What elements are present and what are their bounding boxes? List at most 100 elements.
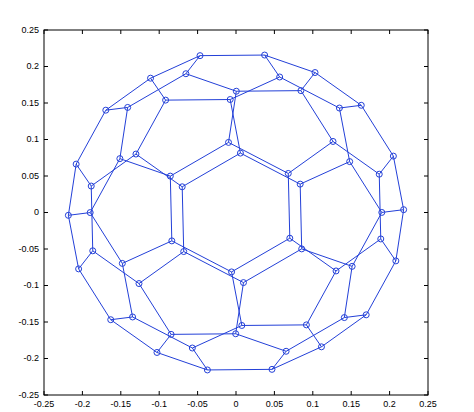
atom-marker: [90, 248, 96, 254]
bond-line: [396, 210, 404, 261]
x-tick: [44, 391, 45, 395]
atom-marker: [262, 52, 268, 58]
x-tick: [312, 391, 313, 395]
y-tick: [44, 30, 48, 31]
bond-line: [300, 184, 302, 249]
bond-line: [171, 333, 236, 335]
y-tick-label: -0.2: [23, 354, 39, 363]
bond-line: [240, 153, 300, 184]
atom-marker: [283, 348, 289, 354]
bond-line: [166, 99, 231, 101]
bond-line: [306, 325, 321, 347]
atom-marker: [298, 88, 304, 94]
bond-line: [120, 159, 170, 176]
atom-marker: [226, 139, 232, 145]
bond-line: [182, 153, 240, 187]
atom-marker: [393, 258, 399, 264]
atom-marker: [148, 75, 154, 81]
bond-line: [288, 173, 290, 238]
atom-marker: [318, 344, 324, 350]
x-tick: [389, 391, 390, 395]
x-tick: [389, 30, 390, 34]
bond-line: [366, 261, 396, 315]
bond-line: [184, 252, 244, 283]
bond-line: [151, 78, 166, 100]
y-tick: [44, 285, 48, 286]
bond-line: [170, 142, 228, 176]
atom-marker: [167, 173, 173, 179]
bond-line: [265, 55, 280, 77]
bond-line: [361, 105, 393, 156]
y-tick-label: 0: [34, 208, 39, 217]
bond-line: [379, 174, 381, 239]
y-tick: [44, 249, 48, 250]
y-tick: [44, 395, 48, 396]
x-tick-label: -0.2: [75, 400, 91, 409]
atom-marker: [240, 280, 246, 286]
y-tick-label: 0.05: [21, 172, 39, 181]
atom-marker: [119, 260, 125, 266]
buckyball-wireframe: [65, 52, 406, 373]
atom-marker: [76, 266, 82, 272]
atom-marker: [341, 315, 347, 321]
x-tick-label: 0.2: [383, 400, 396, 409]
y-tick-label: 0.15: [21, 99, 39, 108]
atom-marker: [189, 345, 195, 351]
x-tick: [82, 391, 83, 395]
y-tick: [424, 249, 428, 250]
atom-marker: [130, 314, 136, 320]
atom-marker: [117, 156, 123, 162]
atom-marker: [227, 97, 233, 103]
bond-line: [232, 238, 290, 272]
atom-marker: [197, 53, 203, 59]
atom-marker: [233, 88, 239, 94]
atom-marker: [154, 349, 160, 355]
y-tick: [44, 358, 48, 359]
atom-marker: [88, 183, 94, 189]
y-tick-label: 0.1: [26, 135, 39, 144]
atom-marker: [125, 104, 131, 110]
atom-marker: [183, 71, 189, 77]
y-tick: [424, 212, 428, 213]
bond-line: [172, 241, 232, 272]
atom-marker: [73, 161, 79, 167]
x-tick: [274, 30, 275, 34]
bond-line: [192, 348, 207, 370]
x-tick: [351, 30, 352, 34]
bond-line: [280, 77, 340, 108]
y-tick: [424, 139, 428, 140]
x-tick-label: 0.25: [419, 400, 437, 409]
y-tick-label: 0.25: [21, 26, 39, 35]
x-tick-label: 0.05: [266, 400, 284, 409]
atom-marker: [277, 74, 283, 80]
bond-line: [122, 241, 171, 264]
bond-line: [93, 251, 139, 284]
y-tick: [44, 322, 48, 323]
y-tick: [424, 285, 428, 286]
y-tick: [44, 176, 48, 177]
atom-marker: [376, 171, 382, 177]
bond-line: [243, 249, 301, 283]
atom-marker: [204, 367, 210, 373]
x-tick: [197, 391, 198, 395]
bond-line: [136, 100, 166, 154]
y-tick: [44, 103, 48, 104]
bond-line: [200, 55, 265, 57]
atom-marker: [87, 210, 93, 216]
bond-line: [128, 74, 186, 108]
bond-line: [302, 249, 352, 266]
atom-marker: [390, 153, 396, 159]
bond-line: [300, 162, 349, 185]
x-tick: [236, 30, 237, 34]
bond-line: [182, 187, 184, 252]
bond-line: [151, 56, 200, 79]
atom-marker: [378, 236, 384, 242]
bond-line: [186, 74, 236, 91]
x-tick: [44, 30, 45, 34]
y-tick: [44, 212, 48, 213]
x-tick: [159, 30, 160, 34]
x-tick: [351, 391, 352, 395]
y-tick-label: -0.05: [18, 245, 39, 254]
x-tick-label: -0.25: [34, 400, 55, 409]
x-tick: [159, 391, 160, 395]
